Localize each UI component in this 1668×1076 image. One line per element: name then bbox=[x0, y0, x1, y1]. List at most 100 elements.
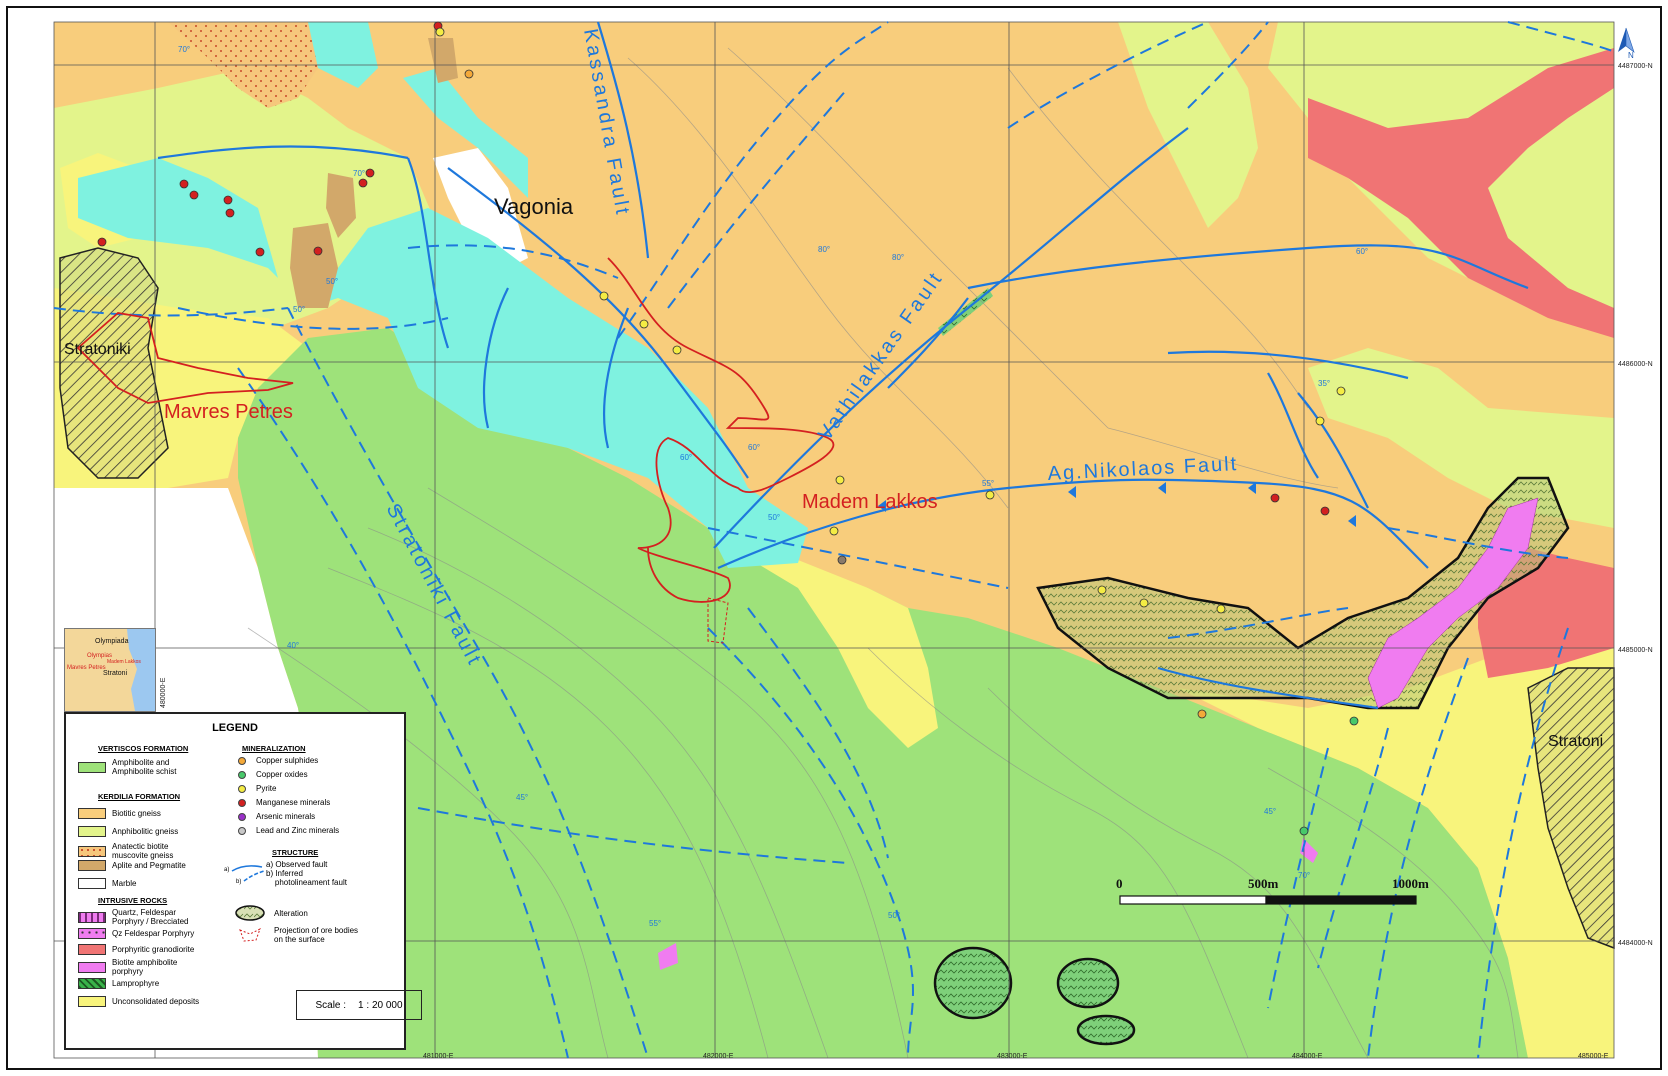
svg-text:60°: 60° bbox=[680, 453, 692, 462]
svg-text:55°: 55° bbox=[982, 479, 994, 488]
unconsolidated-se bbox=[1178, 628, 1614, 1058]
lead-zinc-dot bbox=[238, 826, 246, 835]
legend-biotitic-gneiss: Biotitic gneiss bbox=[78, 808, 161, 819]
svg-text:N: N bbox=[1628, 51, 1634, 60]
legend-anphibolitic-gneiss: Anphibolitic gneiss bbox=[78, 826, 178, 837]
svg-text:b): b) bbox=[236, 879, 241, 885]
location-inset: Olympiada Olympias Madem Lakkos Mavres P… bbox=[64, 628, 156, 712]
svg-text:70°: 70° bbox=[178, 45, 190, 54]
marble-swatch bbox=[78, 878, 106, 889]
svg-text:50°: 50° bbox=[293, 305, 305, 314]
svg-text:70°: 70° bbox=[1298, 871, 1310, 880]
inferred-faults bbox=[53, 21, 1615, 1059]
porphyry-se bbox=[1367, 497, 1539, 709]
svg-text:40°: 40° bbox=[287, 641, 299, 650]
madem-lakkos-orebody bbox=[607, 257, 835, 603]
alteration-symbol-icon bbox=[235, 905, 265, 921]
kerdilia-heading: KERDILIA FORMATION bbox=[98, 792, 181, 801]
scale-bar-mid: 500m bbox=[1248, 876, 1279, 891]
anphibolitic-gneiss-ne bbox=[1608, 22, 1614, 38]
aplite-body-1 bbox=[290, 223, 338, 308]
granodiorite-ne bbox=[1308, 48, 1614, 338]
madem-lakkos-label: Madem Lakkos bbox=[802, 491, 938, 513]
svg-text:80°: 80° bbox=[818, 245, 830, 254]
aplite-body-3 bbox=[428, 38, 458, 83]
svg-text:50°: 50° bbox=[888, 911, 900, 920]
ore-body-outlines bbox=[76, 257, 835, 603]
biotite-porphyry-swatch bbox=[78, 961, 106, 973]
porphyry-small-1 bbox=[658, 943, 678, 970]
legend-copper-sulphides: Copper sulphides bbox=[238, 756, 318, 765]
aplite-body-2 bbox=[326, 173, 356, 238]
svg-text:482000-E: 482000-E bbox=[703, 1053, 734, 1060]
dip-labels: 70° 50° 80° 80° 70° 50° 60° 60° 55° 35° … bbox=[178, 45, 1368, 928]
legend-aplite: Aplite and Pegmatite bbox=[78, 860, 186, 871]
svg-text:4486000-N: 4486000-N bbox=[1618, 361, 1653, 368]
svg-text:481000-E: 481000-E bbox=[423, 1053, 454, 1060]
stratoni-label: Stratoni bbox=[1548, 733, 1603, 750]
quartz-feldespar-swatch bbox=[78, 911, 106, 923]
alteration-pod-3 bbox=[1076, 1014, 1136, 1046]
fault-symbol-icon: a) b) bbox=[224, 864, 264, 885]
svg-text:480000-E: 480000-E bbox=[160, 677, 167, 708]
svg-text:a): a) bbox=[224, 867, 229, 873]
scale-bar-end: 1000m bbox=[1392, 876, 1429, 891]
map-frame: 70° 50° 80° 80° 70° 50° 60° 60° 55° 35° … bbox=[6, 6, 1662, 1070]
stratoniki-village bbox=[59, 247, 169, 479]
geological-map: 70° 50° 80° 80° 70° 50° 60° 60° 55° 35° … bbox=[53, 21, 1653, 1060]
svg-text:Olympiada: Olympiada bbox=[95, 638, 129, 645]
legend-porphyritic-granodiorite: Porphyritic granodiorite bbox=[78, 944, 194, 955]
svg-text:35°: 35° bbox=[1318, 379, 1330, 388]
svg-text:60°: 60° bbox=[1356, 247, 1368, 256]
legend-panel: LEGEND VERTISCOS FORMATION Amphibolite a… bbox=[64, 712, 422, 1050]
svg-text:483000-E: 483000-E bbox=[997, 1053, 1028, 1060]
legend-pyrite: Pyrite bbox=[238, 784, 276, 793]
legend-copper-oxides: Copper oxides bbox=[238, 770, 308, 779]
alteration-zone-se bbox=[1036, 476, 1570, 710]
observed-faults bbox=[157, 21, 1529, 710]
scale-bar-zero: 0 bbox=[1116, 876, 1123, 891]
anphibolitic-gneiss-swatch bbox=[78, 826, 106, 837]
unconsolidated-central bbox=[728, 528, 938, 748]
cyan-north-strip2 bbox=[308, 22, 378, 88]
scale-value: 1 : 20 000 bbox=[358, 999, 403, 1011]
legend-lamprophyre: Lamprophyre bbox=[78, 978, 159, 989]
manganese-dot bbox=[238, 798, 246, 807]
legend-lead-zinc: Lead and Zinc minerals bbox=[238, 826, 339, 835]
svg-text:Madem Lakkos: Madem Lakkos bbox=[107, 659, 141, 665]
svg-text:55°: 55° bbox=[649, 919, 661, 928]
svg-text:Stratoni: Stratoni bbox=[103, 670, 128, 677]
pyrite-dot bbox=[238, 784, 246, 793]
alteration-pod-2 bbox=[1056, 957, 1120, 1009]
amphibolite-swatch bbox=[78, 761, 106, 773]
inset-map: Olympiada Olympias Madem Lakkos Mavres P… bbox=[65, 629, 155, 711]
anatectic-gneiss-swatch bbox=[78, 845, 106, 857]
mavres-petres-label: Mavres Petres bbox=[164, 401, 293, 423]
alteration-pod-1 bbox=[933, 946, 1013, 1020]
biotitic-gneiss-swatch bbox=[78, 808, 106, 819]
svg-text:70°: 70° bbox=[353, 169, 365, 178]
map-grid bbox=[53, 21, 1615, 1059]
stratoniki-label: Stratoniki bbox=[64, 341, 131, 358]
granodiorite-swatch bbox=[78, 944, 106, 955]
grid-labels: 4487000-N 4486000-N 4485000-N 4484000-N … bbox=[160, 63, 1653, 1060]
svg-text:50°: 50° bbox=[326, 277, 338, 286]
mineralization-heading: MINERALIZATION bbox=[242, 744, 306, 753]
qz-porphyry-swatch bbox=[78, 928, 106, 939]
ore-projection-dashed bbox=[707, 597, 729, 644]
fault-teeth bbox=[878, 482, 1356, 527]
legend-title: LEGEND bbox=[212, 722, 258, 734]
arsenic-dot bbox=[238, 812, 246, 821]
svg-text:60°: 60° bbox=[748, 443, 760, 452]
intrusive-heading: INTRUSIVE ROCKS bbox=[98, 896, 168, 905]
legend-unconsolidated: Unconsolidated deposits bbox=[78, 996, 199, 1007]
scale-box: Scale : 1 : 20 000 bbox=[296, 990, 422, 1020]
svg-text:4484000-N: 4484000-N bbox=[1618, 940, 1653, 947]
copper-oxides-dot bbox=[238, 770, 246, 779]
marble-vagonia bbox=[433, 148, 528, 268]
cyan-band bbox=[78, 158, 808, 568]
